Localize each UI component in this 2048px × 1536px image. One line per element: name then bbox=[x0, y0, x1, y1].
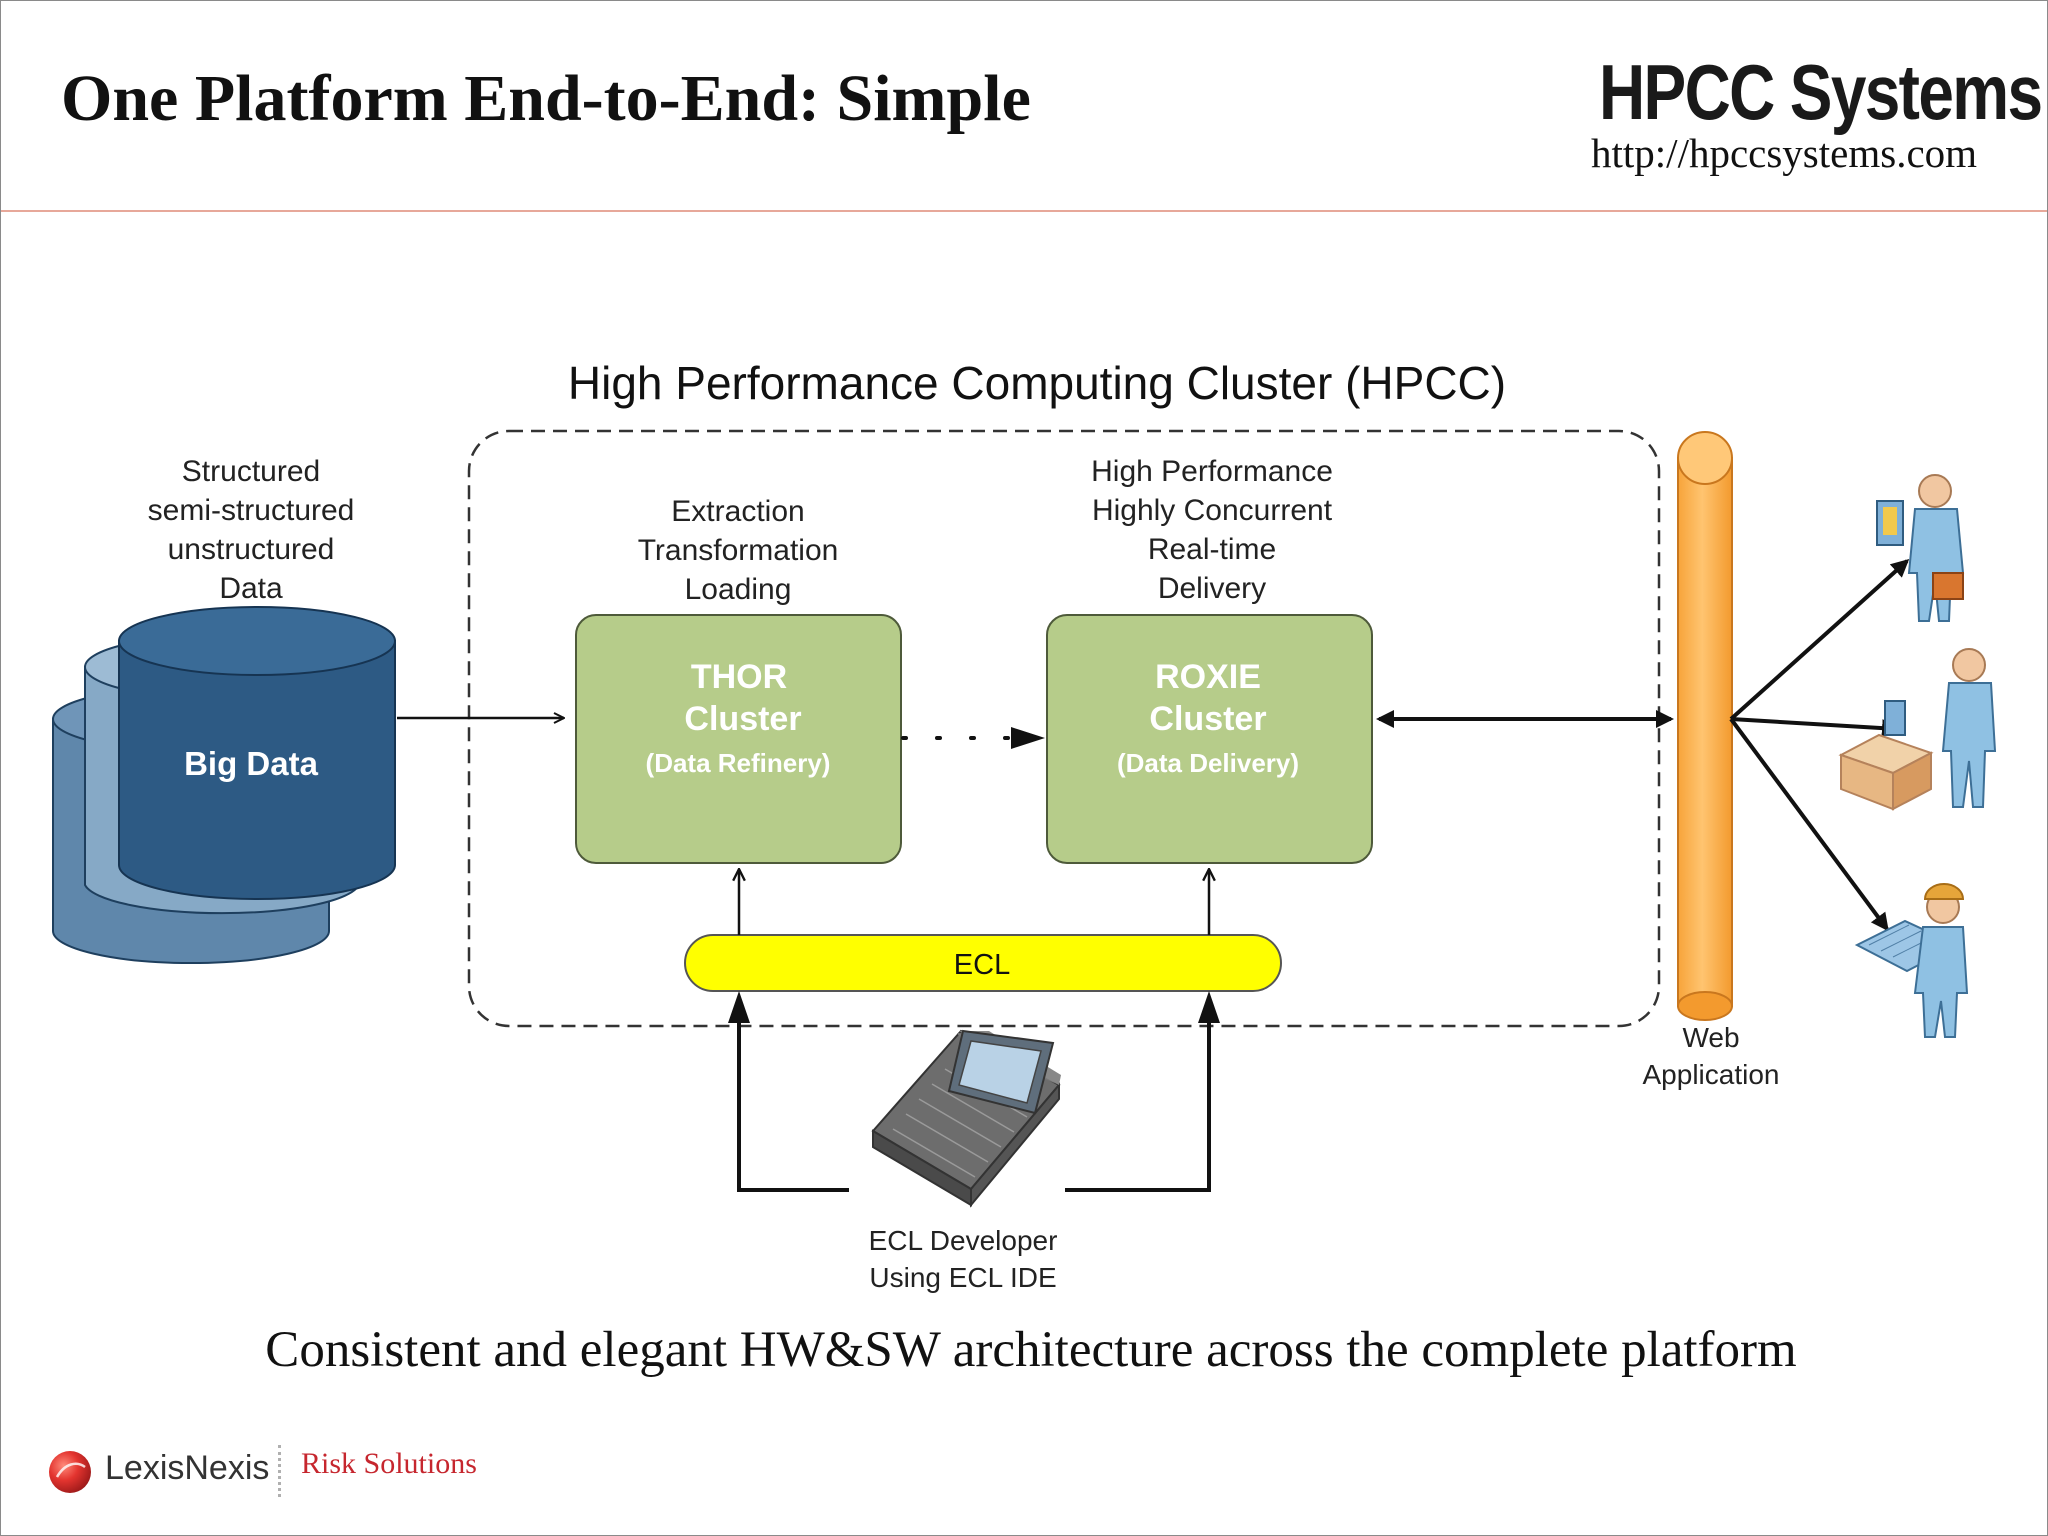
big-data-label: Big Data bbox=[184, 745, 319, 782]
brand-url: http://hpccsystems.com bbox=[1591, 130, 1978, 176]
user-tablet-briefcase-icon bbox=[1876, 474, 1965, 622]
cluster-title: High Performance Computing Cluster (HPCC… bbox=[568, 357, 1506, 409]
roxie-caption-line: Real-time bbox=[1148, 533, 1276, 566]
web-app-caption-line: Web bbox=[1682, 1022, 1739, 1053]
roxie-sub: Cluster bbox=[1149, 700, 1266, 738]
big-data-caption-line: Structured bbox=[182, 455, 320, 488]
big-data-caption-line: Data bbox=[219, 572, 283, 605]
ecl-label: ECL bbox=[954, 949, 1010, 981]
roxie-caption-line: Highly Concurrent bbox=[1092, 494, 1333, 527]
footer-division: Risk Solutions bbox=[301, 1447, 477, 1480]
arrow-webapp-to-user-2 bbox=[1730, 717, 1900, 738]
arrow-webapp-to-user-3 bbox=[1729, 717, 1889, 932]
web-app-caption-line: Application bbox=[1643, 1059, 1780, 1090]
footer-separator bbox=[278, 1445, 281, 1497]
arrow-head-to-roxie bbox=[1011, 727, 1045, 749]
user-package-icon bbox=[1838, 648, 1997, 811]
brand-logo-text: HPCC Systems bbox=[1599, 48, 2043, 136]
roxie-caption-line: Delivery bbox=[1158, 572, 1266, 605]
thor-name: THOR bbox=[691, 658, 787, 696]
header-divider bbox=[1, 210, 2047, 212]
footer-company-name: LexisNexis bbox=[105, 1449, 270, 1487]
thor-caption-line: Loading bbox=[685, 573, 792, 606]
path-developer-to-ecl-right bbox=[1065, 1005, 1211, 1192]
arrow-head-developer-right bbox=[1198, 991, 1220, 1023]
lexisnexis-logo-icon bbox=[49, 1451, 91, 1493]
web-application-pipe bbox=[1677, 431, 1733, 1021]
roxie-cluster-box bbox=[1046, 614, 1373, 864]
roxie-caption-line: High Performance bbox=[1091, 455, 1333, 488]
database-stack-icon bbox=[52, 606, 396, 964]
slide-tagline: Consistent and elegant HW&SW architectur… bbox=[265, 1322, 1797, 1378]
laptop-screen-visible bbox=[947, 1029, 1055, 1115]
big-data-caption-line: semi-structured bbox=[148, 494, 355, 527]
path-developer-to-ecl-left bbox=[737, 1005, 849, 1192]
arrow-webapp-to-user-1 bbox=[1729, 558, 1910, 721]
thor-cluster-box bbox=[575, 614, 902, 864]
developer-caption-line: Using ECL IDE bbox=[869, 1262, 1056, 1293]
thor-sub: Cluster bbox=[684, 700, 801, 738]
roxie-name: ROXIE bbox=[1155, 658, 1261, 696]
roxie-role: (Data Delivery) bbox=[1117, 748, 1299, 778]
big-data-caption-line: unstructured bbox=[168, 533, 335, 566]
developer-caption-line: ECL Developer bbox=[869, 1225, 1058, 1256]
thor-caption-line: Extraction bbox=[671, 495, 804, 528]
thor-caption-line: Transformation bbox=[638, 534, 839, 567]
thor-role: (Data Refinery) bbox=[646, 748, 831, 778]
arrow-head-developer-left bbox=[728, 991, 750, 1023]
user-engineer-blueprint-icon bbox=[1854, 883, 1969, 1038]
page-title: One Platform End-to-End: Simple bbox=[61, 62, 1031, 135]
ecl-bar bbox=[684, 934, 1282, 992]
hpcc-boundary bbox=[467, 429, 1661, 1028]
